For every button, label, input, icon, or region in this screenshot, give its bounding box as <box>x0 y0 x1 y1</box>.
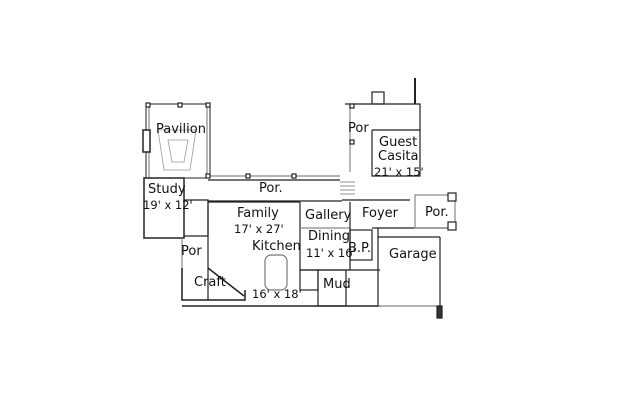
room-label-foyer: Foyer <box>362 206 399 221</box>
room-label-porch-right: Por. <box>425 205 449 220</box>
room-label-gallery: Gallery <box>305 208 352 223</box>
room-label-kitchen: Kitchen <box>252 239 301 254</box>
room-label-porch-left: Por <box>181 244 202 259</box>
room-label-porch-top: Por. <box>259 181 283 196</box>
room-label-bp: B.P. <box>348 241 371 256</box>
room-dim-family: 17' x 27' <box>234 222 284 236</box>
room-dim-dining: 11' x 16' <box>306 246 356 260</box>
room-label-dining: Dining <box>308 229 350 244</box>
room-dim-study: 19' x 12' <box>143 198 193 212</box>
room-dim-guest: 21' x 15' <box>374 165 424 179</box>
room-label-guest-line2: Casita <box>378 149 419 164</box>
room-label-guest-line1: Guest <box>379 135 418 150</box>
room-label-study: Study <box>148 182 186 197</box>
room-dim-kitchen: 16' x 18' <box>252 287 302 301</box>
room-label-mud: Mud <box>323 277 351 292</box>
room-label-porch-guest: Por <box>348 121 369 136</box>
room-label-family: Family <box>237 206 279 221</box>
room-label-garage: Garage <box>389 247 437 262</box>
room-label-pavilion: Pavilion <box>156 122 206 137</box>
room-label-craft: Craft <box>194 275 226 290</box>
